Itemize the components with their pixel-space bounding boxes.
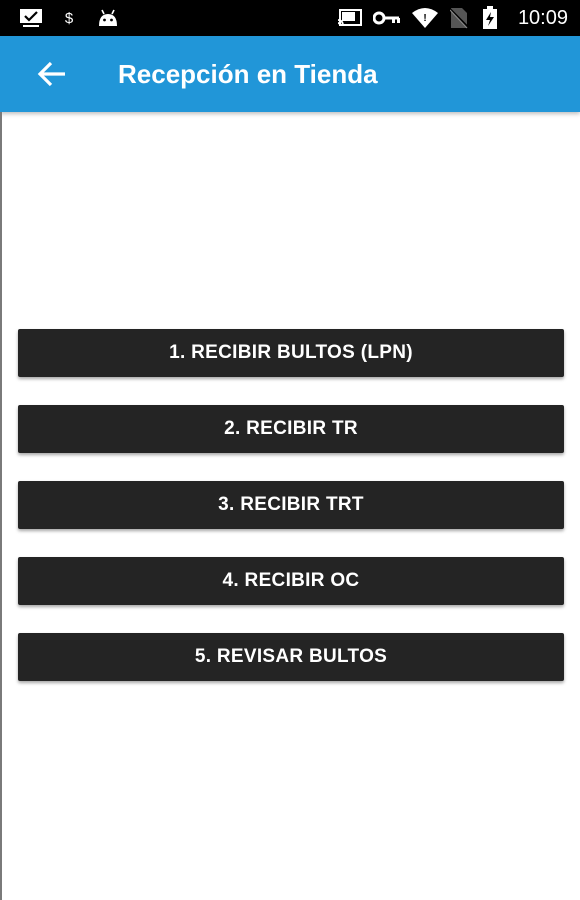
recibir-trt-button[interactable]: 3. RECIBIR TRT bbox=[18, 481, 564, 529]
recibir-bultos-lpn-button[interactable]: 1. RECIBIR BULTOS (LPN) bbox=[18, 329, 564, 377]
status-bar: $ bbox=[0, 0, 580, 36]
wifi-icon: ! bbox=[410, 0, 440, 36]
revisar-bultos-button[interactable]: 5. REVISAR BULTOS bbox=[18, 633, 564, 681]
back-button[interactable] bbox=[24, 50, 80, 98]
recibir-tr-button[interactable]: 2. RECIBIR TR bbox=[18, 405, 564, 453]
vpn-key-icon bbox=[372, 0, 402, 36]
app-bar: Recepción en Tienda bbox=[0, 36, 580, 112]
arrow-back-icon bbox=[37, 61, 67, 87]
status-time: 10:09 bbox=[517, 7, 568, 29]
no-sim-icon bbox=[448, 0, 470, 36]
download-check-icon bbox=[18, 0, 44, 36]
battery-charging-icon bbox=[480, 0, 500, 36]
dollar-icon: $ bbox=[64, 9, 74, 27]
cast-icon bbox=[336, 0, 364, 36]
recibir-oc-button[interactable]: 4. RECIBIR OC bbox=[18, 557, 564, 605]
left-edge-divider bbox=[0, 112, 2, 900]
svg-text:!: ! bbox=[423, 13, 426, 24]
android-icon bbox=[96, 0, 120, 36]
page-title: Recepción en Tienda bbox=[118, 59, 378, 89]
